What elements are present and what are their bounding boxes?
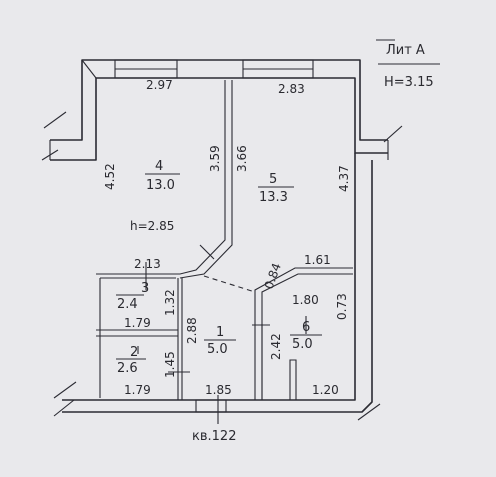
dim-r4-top: 2.97: [146, 78, 173, 92]
dim-r6-top: 1.80: [292, 293, 319, 307]
wall-break-marks: [41, 111, 403, 421]
dim-r2-right: 1.45: [163, 351, 177, 378]
room-2-number: 2: [130, 345, 138, 360]
room-5-number: 5: [269, 172, 277, 187]
header-height: Н=3.15: [384, 75, 434, 90]
dim-r3-right: 1.32: [163, 289, 177, 316]
dim-r4-left: 4.52: [103, 163, 117, 190]
dim-r1-bottom: 1.85: [205, 383, 232, 397]
room-1-number: 1: [216, 325, 224, 340]
dim-r5-bottom: 1.61: [304, 253, 331, 267]
room-4-number: 4: [155, 159, 163, 174]
dim-r5-right: 4.37: [337, 165, 351, 192]
room-6-number: 6: [302, 320, 310, 335]
dimension-ticks: [137, 244, 307, 424]
dim-r5-left: 3.66: [235, 145, 249, 172]
dim-r6-right: 0.73: [335, 293, 349, 320]
interior-walls: [96, 80, 353, 400]
room-5-area: 13.3: [259, 190, 288, 205]
room-2-area: 2.6: [117, 361, 138, 376]
dim-r6-bottom: 1.20: [312, 383, 339, 397]
dim-r1-left: 2.88: [185, 317, 199, 344]
dim-r6-left: 2.42: [269, 333, 283, 360]
dim-r4-right: 3.59: [208, 145, 222, 172]
ceiling-note: h=2.85: [130, 219, 174, 233]
room-3-number: 3: [141, 281, 149, 296]
room-1-area: 5.0: [207, 342, 228, 357]
room-4-area: 13.0: [146, 178, 175, 193]
room-6-area: 5.0: [292, 337, 313, 352]
apartment-label: кв.122: [192, 429, 236, 444]
outer-walls: [49, 59, 389, 413]
dim-r2-bottom: 1.79: [124, 383, 151, 397]
room-3-area: 2.4: [117, 297, 138, 312]
dim-r5-top: 2.83: [278, 82, 305, 96]
header-lit: Лит А: [386, 43, 425, 58]
windows: [114, 59, 314, 413]
dim-r3-top: 2.13: [134, 257, 161, 271]
dim-r3-bottom: 1.79: [124, 316, 151, 330]
